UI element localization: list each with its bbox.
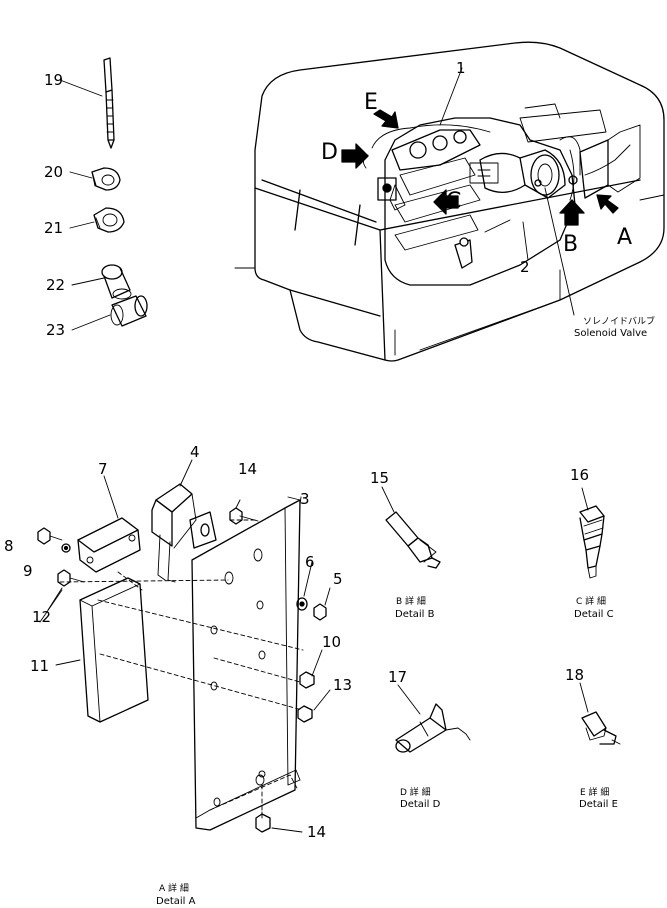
view-letter-a: A xyxy=(617,225,632,250)
detail-c-jp: C 詳 細 xyxy=(576,595,606,607)
callout-13: 13 xyxy=(333,676,352,694)
view-letter-d: D xyxy=(321,140,338,165)
callout-6: 6 xyxy=(305,553,315,571)
callout-14-top: 14 xyxy=(238,460,257,478)
part-22-bushing xyxy=(71,264,132,300)
detail-captions: B 詳 細 Detail B C 詳 細 Detail C D 詳 細 Deta… xyxy=(156,595,618,907)
view-letter-e: E xyxy=(364,90,378,115)
callout-8: 8 xyxy=(4,537,14,555)
detail-c-en: Detail C xyxy=(574,609,614,620)
view-letter-c: C xyxy=(446,189,461,214)
callout-11: 11 xyxy=(30,657,49,675)
detail-a-jp: A 詳 細 xyxy=(159,882,189,894)
part-20-clip xyxy=(69,167,121,191)
solenoid-label: ソレノイドバルブ Solenoid Valve xyxy=(574,315,655,339)
callout-18: 18 xyxy=(565,666,584,684)
callout-20: 20 xyxy=(44,163,63,181)
callout-12: 12 xyxy=(32,608,51,626)
part-19-tie xyxy=(59,57,115,149)
part-23-sleeve xyxy=(71,295,148,331)
detail-d-en: Detail D xyxy=(400,799,441,810)
callout-16: 16 xyxy=(570,466,589,484)
callout-15: 15 xyxy=(370,469,389,487)
detail-e-jp: E 詳 細 xyxy=(580,786,609,798)
callout-14-bottom: 14 xyxy=(307,823,326,841)
solenoid-label-en: Solenoid Valve xyxy=(574,328,647,339)
part-21-clip xyxy=(69,207,125,233)
engine-assembly xyxy=(363,103,641,286)
detail-b-en: Detail B xyxy=(395,609,435,620)
view-letter-b: B xyxy=(563,232,578,257)
view-letter-labels: A B C D E xyxy=(321,90,632,257)
callout-9: 9 xyxy=(23,562,33,580)
detail-d-jp: D 詳 細 xyxy=(400,786,431,798)
part-18-sensor xyxy=(579,682,621,745)
callout-4: 4 xyxy=(190,443,200,461)
callout-17: 17 xyxy=(388,668,407,686)
callout-19: 19 xyxy=(44,71,63,89)
callout-1: 1 xyxy=(456,59,466,77)
part-15-sensor xyxy=(381,486,441,569)
solenoid-label-jp: ソレノイドバルブ xyxy=(583,315,655,327)
part-17-sensor xyxy=(395,684,471,753)
part-16-sensor xyxy=(579,487,605,579)
callout-23: 23 xyxy=(46,321,65,339)
callout-5: 5 xyxy=(333,570,343,588)
callout-7: 7 xyxy=(98,460,108,478)
detail-a-assembly xyxy=(37,459,331,833)
callout-2: 2 xyxy=(520,258,530,276)
view-arrows xyxy=(341,67,619,316)
detail-e-en: Detail E xyxy=(579,799,618,810)
detail-b-jp: B 詳 細 xyxy=(396,595,426,607)
callout-22: 22 xyxy=(46,276,65,294)
callout-labels: 1 2 3 4 5 6 7 8 9 10 11 12 13 14 14 15 1… xyxy=(4,59,589,841)
machine-body xyxy=(234,41,665,362)
callout-10: 10 xyxy=(322,633,341,651)
detail-a-en: Detail A xyxy=(156,896,196,907)
callout-21: 21 xyxy=(44,219,63,237)
callout-3: 3 xyxy=(300,490,310,508)
